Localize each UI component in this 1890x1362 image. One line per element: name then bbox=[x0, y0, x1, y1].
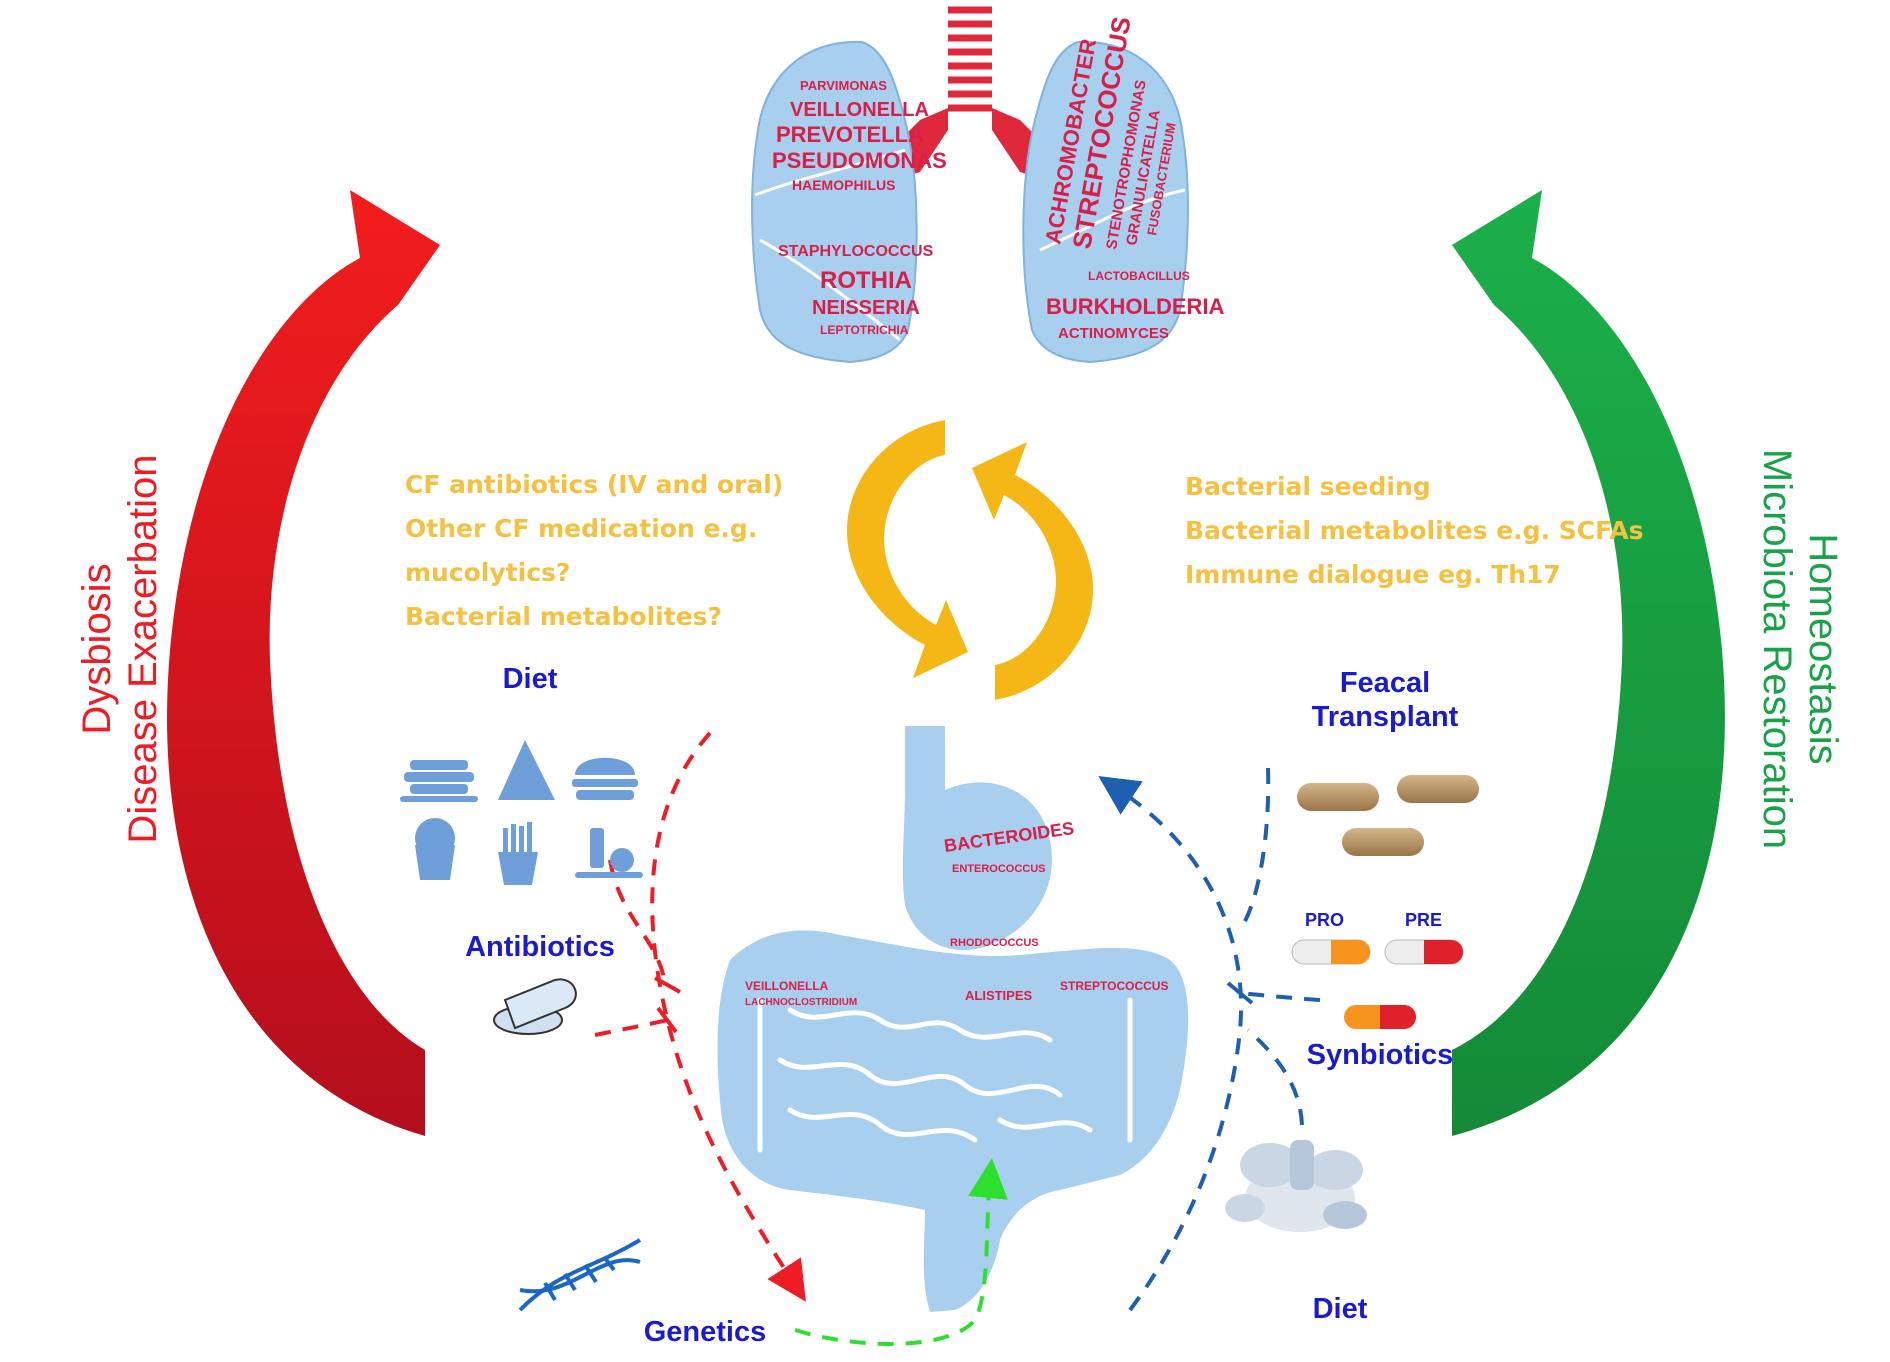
feacal-line2: Transplant bbox=[1311, 701, 1459, 733]
lung-microbe: BURKHOLDERIA bbox=[1046, 294, 1225, 319]
dna-icon bbox=[518, 1238, 642, 1312]
block-bar bbox=[1226, 981, 1254, 1005]
diet-dash bbox=[608, 859, 667, 986]
synbiotics-label: Synbiotics bbox=[1306, 1039, 1454, 1071]
dysbiosis-arrow bbox=[167, 190, 440, 1136]
antibiotics-dash bbox=[594, 1018, 669, 1037]
lung-microbe: HAEMOPHILUS bbox=[792, 177, 895, 193]
cycle-arrow-right bbox=[972, 442, 1094, 700]
synbiotic-capsule-icon bbox=[1344, 1005, 1416, 1029]
lung-microbe: PARVIMONAS bbox=[800, 78, 887, 93]
right-lung bbox=[1022, 40, 1189, 364]
cupcake-icon bbox=[415, 818, 455, 880]
gut: BACTEROIDES ENTEROCOCCUS VEILLONELLA LAC… bbox=[717, 726, 1189, 1312]
genetics-label: Genetics bbox=[643, 1316, 767, 1348]
left-factor: Bacterial metabolites? bbox=[405, 602, 723, 631]
fmt-dash bbox=[1238, 767, 1271, 932]
large-intestine bbox=[717, 930, 1189, 1312]
left-lung bbox=[751, 40, 918, 364]
lung-microbe: STAPHYLOCOCCUS bbox=[778, 243, 934, 260]
grains-bowl-icon bbox=[1225, 1140, 1367, 1232]
right-factors: Bacterial seeding Bacterial metabolites … bbox=[1185, 465, 1644, 597]
lung-microbe: PSEUDOMONAS bbox=[772, 148, 947, 173]
meal-tray-icon bbox=[575, 828, 643, 878]
lung-microbe: PREVOTELLA bbox=[776, 122, 924, 147]
block-bar bbox=[654, 976, 681, 994]
burger-icon bbox=[572, 757, 638, 800]
pizza-slice-icon bbox=[498, 740, 555, 800]
left-factor: mucolytics? bbox=[405, 558, 571, 587]
diet-icons-left bbox=[400, 740, 643, 885]
dysbiosis-label: Dysbiosis Disease Exacerbation bbox=[74, 389, 166, 909]
prebiotic-capsule-icon bbox=[1384, 939, 1464, 965]
pancake-icon bbox=[400, 760, 478, 802]
right-factor: Bacterial metabolites e.g. SCFAs bbox=[1185, 516, 1644, 545]
pills-icon bbox=[493, 978, 577, 1035]
block-bar bbox=[656, 1006, 678, 1034]
dysbiosis-line2: Disease Exacerbation bbox=[121, 454, 165, 844]
lungs: PARVIMONAS VEILLONELLA PREVOTELLA PSEUDO… bbox=[751, 4, 1225, 364]
left-factors: CF antibiotics (IV and oral) Other CF me… bbox=[405, 463, 783, 639]
gut-microbe: VEILLONELLA bbox=[745, 979, 829, 993]
capsule-icons bbox=[1297, 775, 1479, 856]
diet-left-label: Diet bbox=[502, 663, 558, 695]
probiotic-capsule-icon bbox=[1291, 939, 1371, 965]
pro-label: PRO bbox=[1305, 910, 1345, 930]
fries-icon bbox=[498, 822, 538, 885]
diet-right-dash bbox=[1246, 1028, 1304, 1126]
gut-microbe: ALISTIPES bbox=[965, 988, 1033, 1003]
lung-microbe: LACTOBACILLUS bbox=[1088, 269, 1190, 283]
gut-microbe: ENTEROCOCCUS bbox=[952, 863, 1046, 875]
cycle-arrows bbox=[846, 420, 1094, 700]
gut-microbe: RHODOCOCCUS bbox=[950, 937, 1039, 949]
homeostasis-label: Homeostasis Microbiota Restoration bbox=[1754, 389, 1846, 909]
lung-microbe: VEILLONELLA bbox=[790, 99, 929, 121]
left-factor: Other CF medication e.g. bbox=[405, 514, 758, 543]
gut-microbe: LACHNOCLOSTRIDIUM bbox=[745, 997, 857, 1008]
homeostasis-line2: Microbiota Restoration bbox=[1755, 448, 1799, 850]
synbiotics-dash bbox=[1239, 991, 1321, 1002]
green-dashed-line bbox=[794, 1158, 1008, 1346]
right-factor: Bacterial seeding bbox=[1185, 472, 1431, 501]
right-factor: Immune dialogue eg. Th17 bbox=[1185, 560, 1561, 589]
stomach bbox=[902, 726, 1052, 951]
lung-microbe: NEISSERIA bbox=[812, 297, 920, 319]
lung-microbe: ACTINOMYCES bbox=[1058, 325, 1169, 342]
dysbiosis-line1: Dysbiosis bbox=[75, 563, 119, 735]
lung-microbe: LEPTOTRICHIA bbox=[820, 323, 909, 337]
cycle-arrow-left bbox=[846, 420, 968, 678]
feacal-transplant-label: Feacal Transplant bbox=[1285, 666, 1485, 734]
feacal-line1: Feacal bbox=[1339, 667, 1431, 699]
pre-label: PRE bbox=[1405, 910, 1443, 930]
influence-lines bbox=[594, 731, 1321, 1346]
homeostasis-arrow bbox=[1452, 190, 1725, 1136]
diet-right-label: Diet bbox=[1312, 1293, 1368, 1325]
lung-microbe: ROTHIA bbox=[820, 267, 912, 294]
antibiotics-label: Antibiotics bbox=[465, 931, 615, 963]
gut-microbe: STREPTOCOCCUS bbox=[1060, 979, 1168, 993]
red-dashed-arc bbox=[650, 731, 806, 1302]
left-factor: CF antibiotics (IV and oral) bbox=[405, 470, 784, 499]
blue-dashed-arc bbox=[1098, 775, 1243, 1312]
homeostasis-line1: Homeostasis bbox=[1801, 533, 1845, 765]
